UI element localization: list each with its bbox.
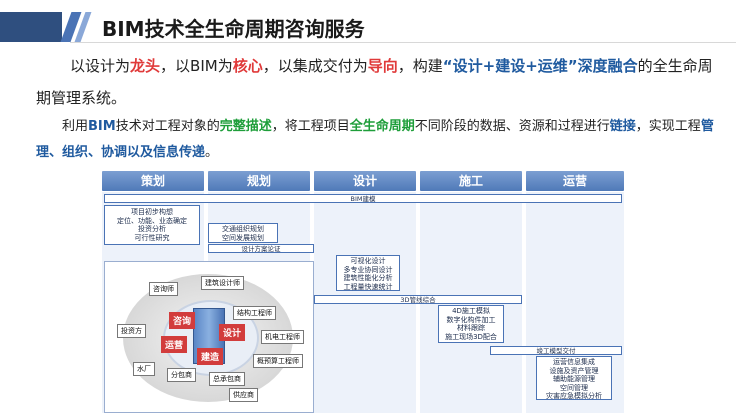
highlight-text: BIM xyxy=(88,119,116,134)
text-segment: ，构建 xyxy=(397,57,443,75)
title-stripe-dark xyxy=(0,12,62,42)
text-segment: 。 xyxy=(205,145,219,160)
role-general-contractor: 总承包商 xyxy=(209,372,245,386)
traffic-planning-box: 交通组织规划 空间发展规划 xyxy=(208,223,278,243)
phase-header-operation: 运营 xyxy=(526,171,624,191)
box-line: 材料跟踪 xyxy=(457,324,485,332)
phase-header-layout: 规划 xyxy=(208,171,310,191)
role-subcontractor: 分包商 xyxy=(167,368,196,382)
highlight-text: 核心 xyxy=(232,57,263,75)
segment-consulting: 咨询 xyxy=(169,312,196,329)
highlight-text: 导向 xyxy=(367,57,398,75)
segment-operation: 运营 xyxy=(161,336,188,353)
role-supplier: 供应商 xyxy=(229,388,258,402)
role-water-plant: 水厂 xyxy=(133,362,155,376)
operation-box: 运营信息集成 设施及资产管理 辅助能源管理 空间管理 灾害应急模拟分析 xyxy=(536,356,612,400)
box-line: 施工现场3D配合 xyxy=(445,332,497,341)
design-box: 可视化设计 多专业协同设计 建筑性能化分析 工程量快速统计 xyxy=(336,255,400,291)
box-line: 定位、功能、业态确定 xyxy=(117,216,187,225)
role-cost-engineer: 概预算工程师 xyxy=(253,354,303,368)
text-segment: 技术对工程对象的 xyxy=(115,119,220,134)
role-architect: 建筑设计师 xyxy=(201,276,244,290)
box-line: 4D施工模拟 xyxy=(452,307,490,315)
highlight-text: 全生命周期 xyxy=(349,119,415,134)
segment-design: 设计 xyxy=(219,324,246,341)
box-line: 建筑性能化分析 xyxy=(343,274,393,282)
planning-box: 项目初步构想 定位、功能、业态确定 投资分析 可行性研究 xyxy=(104,205,200,245)
role-structural: 结构工程师 xyxy=(233,306,276,320)
description-paragraph: 利用BIM技术对工程对象的完整描述，将工程项目全生命周期不同阶段的数据、资源和过… xyxy=(36,114,716,166)
box-line: 运营信息集成 xyxy=(553,358,595,366)
highlight-text: 链接 xyxy=(609,119,636,134)
text-segment: ，以集成交付为 xyxy=(262,57,368,75)
box-line: 投资分析 xyxy=(138,225,166,233)
text-segment: 不同阶段的数据、资源和过程进行 xyxy=(414,119,610,134)
text-segment: ，将工程项目 xyxy=(271,119,350,134)
box-line: 项目初步构想 xyxy=(131,208,173,216)
box-line: 可行性研究 xyxy=(134,233,170,242)
box-line: 工程量快速统计 xyxy=(343,282,393,291)
bim-modeling-bar: BIM建模 xyxy=(104,194,622,203)
title-divider xyxy=(70,42,736,43)
scheme-demo-bar: 设计方案论证 xyxy=(208,244,314,253)
role-consultant: 咨询师 xyxy=(149,282,178,296)
box-line: 空间发展规划 xyxy=(222,233,264,242)
role-investor: 投资方 xyxy=(117,324,146,338)
segment-building: 建造 xyxy=(197,348,224,365)
title-bar: BIM技术全生命周期咨询服务 xyxy=(0,0,736,42)
intro-paragraph: 以设计为龙头，以BIM为核心，以集成交付为导向，构建“设计+建设+运维”深度融合… xyxy=(36,50,716,114)
handover-bar: 竣工模型交付 xyxy=(490,346,622,355)
phase-header-planning: 策划 xyxy=(102,171,204,191)
construction-box: 4D施工模拟 数字化构件加工 材料跟踪 施工现场3D配合 xyxy=(438,305,504,343)
box-line: 可视化设计 xyxy=(350,257,386,265)
stakeholder-circle: 咨询 设计 运营 建造 咨询师 建筑设计师 结构工程师 投资方 机电工程师 概预… xyxy=(104,261,314,413)
box-line: 数字化构件加工 xyxy=(446,315,496,324)
highlight-text: 龙头 xyxy=(130,57,161,75)
box-line: 灾害应急模拟分析 xyxy=(546,392,602,400)
box-line: 辅助能源管理 xyxy=(553,375,595,383)
highlight-text: “设计+建设+运维”深度融合 xyxy=(442,57,638,75)
box-line: 多专业协同设计 xyxy=(343,265,393,274)
box-line: 交通组织规划 xyxy=(222,225,264,233)
text-segment: ，实现工程 xyxy=(635,119,701,134)
box-line: 空间管理 xyxy=(560,383,588,392)
role-mep: 机电工程师 xyxy=(261,330,304,344)
text-segment: 利用 xyxy=(62,119,89,134)
phase-header-construction: 施工 xyxy=(420,171,522,191)
text-segment: 的全生命周期管理系统。 xyxy=(36,57,713,107)
text-segment: ，以BIM为 xyxy=(160,57,233,75)
pipe-synthesis-bar: 3D管线综合 xyxy=(314,295,522,304)
text-segment: 以设计为 xyxy=(70,57,131,75)
page-title: BIM技术全生命周期咨询服务 xyxy=(102,17,365,41)
box-line: 设施及资产管理 xyxy=(549,366,599,375)
highlight-text: 完整描述 xyxy=(219,119,272,134)
highlight-text: 管理、组织、协调以及信息传递 xyxy=(36,119,714,160)
phase-header-design: 设计 xyxy=(314,171,416,191)
